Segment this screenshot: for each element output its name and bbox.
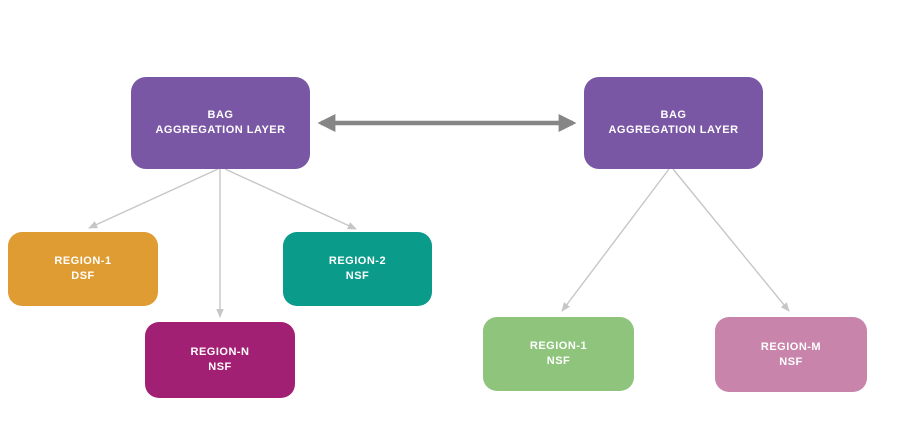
node-label-line2: AGGREGATION LAYER [608, 124, 739, 136]
node-label-line2: NSF [546, 355, 571, 367]
node-label-line1: REGION-M [760, 340, 822, 353]
node-region-1-dsf: REGION-1 DSF [8, 232, 158, 306]
node-label-line2: DSF [71, 270, 95, 282]
connector-bagright-regionm-nsf [672, 168, 790, 312]
node-label-line1: BAG [207, 109, 234, 121]
connector-bagright-region1-nsf [561, 168, 670, 312]
node-label-line2: AGGREGATION LAYER [155, 124, 286, 136]
node-bag-aggregation-layer-right: BAG AGGREGATION LAYER [584, 77, 763, 169]
node-label-line1: REGION-2 [328, 255, 387, 267]
node-label-line1: REGION-1 [54, 255, 112, 267]
node-label-line2: NSF [779, 355, 803, 368]
node-region-n-nsf: REGION-N NSF [145, 322, 295, 398]
node-region-2-nsf: REGION-2 NSF [283, 232, 432, 306]
node-label-line2: NSF [208, 361, 232, 373]
node-label-line2: NSF [345, 270, 370, 282]
node-label-line1: BAG [660, 109, 687, 121]
node-region-m-nsf: REGION-M NSF [715, 317, 867, 392]
node-region-1-nsf: REGION-1 NSF [483, 317, 634, 391]
node-label-line1: REGION-1 [529, 340, 588, 352]
node-bag-aggregation-layer-left: BAG AGGREGATION LAYER [131, 77, 310, 169]
connector-bagleft-region2-nsf [224, 168, 357, 230]
node-label-line1: REGION-N [190, 346, 250, 358]
connector-bagleft-region1-dsf [88, 168, 219, 229]
